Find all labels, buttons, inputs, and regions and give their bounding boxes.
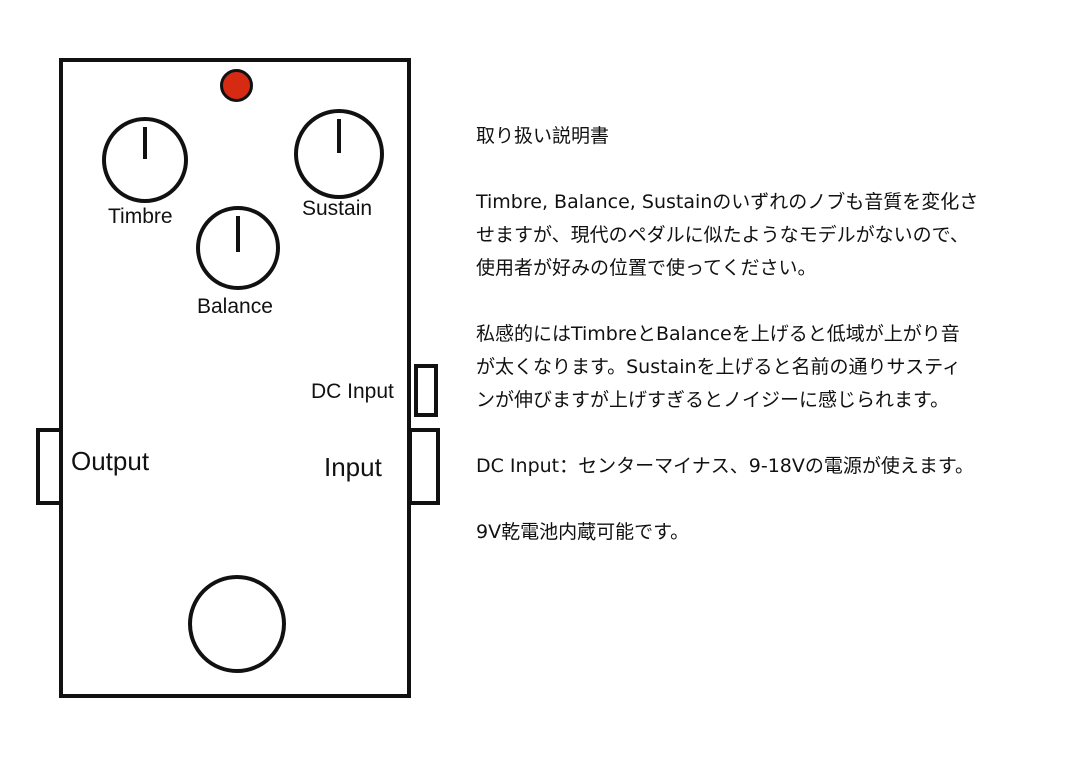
manual-line: 9V乾電池内蔵可能です。 <box>476 521 690 543</box>
sustain-label: Sustain <box>302 197 373 220</box>
input-jack[interactable] <box>408 428 440 505</box>
dc-input-jack[interactable] <box>414 364 438 417</box>
timbre-knob[interactable] <box>102 117 188 203</box>
output-jack[interactable] <box>36 428 63 505</box>
manual-paragraph-dc-input: DC Input：センターマイナス、9-18Vの電源が使えます。 <box>476 450 1061 483</box>
manual-line: 使用者が好みの位置で使ってください。 <box>476 257 817 279</box>
manual-paragraph-tone: 私感的にはTimbreとBalanceを上げると低域が上がり音 が太くなります。… <box>476 318 1061 417</box>
input-label: Input <box>324 452 382 482</box>
dc-input-label: DC Input <box>311 380 394 403</box>
manual-line: ンが伸びますが上げすぎるとノイジーに感じられます。 <box>476 389 950 411</box>
led-indicator <box>220 69 253 102</box>
manual-paragraph-battery: 9V乾電池内蔵可能です。 <box>476 516 1061 549</box>
manual-title: 取り扱い説明書 <box>476 125 610 147</box>
sustain-knob[interactable] <box>294 109 384 199</box>
footswitch[interactable] <box>188 575 286 673</box>
manual-line: Timbre, Balance, Sustainのいずれのノブも音質を変化さ <box>476 191 979 213</box>
manual-line: 私感的にはTimbreとBalanceを上げると低域が上がり音 <box>476 323 960 345</box>
manual-line: DC Input：センターマイナス、9-18Vの電源が使えます。 <box>476 455 974 477</box>
manual-line: せますが、現代のペダルに似たようなモデルがないので、 <box>476 224 969 246</box>
timbre-label: Timbre <box>108 205 173 228</box>
output-label: Output <box>71 446 150 476</box>
manual-paragraph-knobs: Timbre, Balance, Sustainのいずれのノブも音質を変化さ せ… <box>476 186 1061 285</box>
balance-knob-pointer <box>236 216 240 252</box>
manual-line: が太くなります。Sustainを上げると名前の通りサスティ <box>476 356 961 378</box>
balance-knob[interactable] <box>196 206 280 290</box>
balance-label: Balance <box>197 295 273 318</box>
sustain-knob-pointer <box>337 119 341 153</box>
timbre-knob-pointer <box>143 127 147 159</box>
manual-text: 取り扱い説明書 Timbre, Balance, Sustainのいずれのノブも… <box>476 120 1061 549</box>
